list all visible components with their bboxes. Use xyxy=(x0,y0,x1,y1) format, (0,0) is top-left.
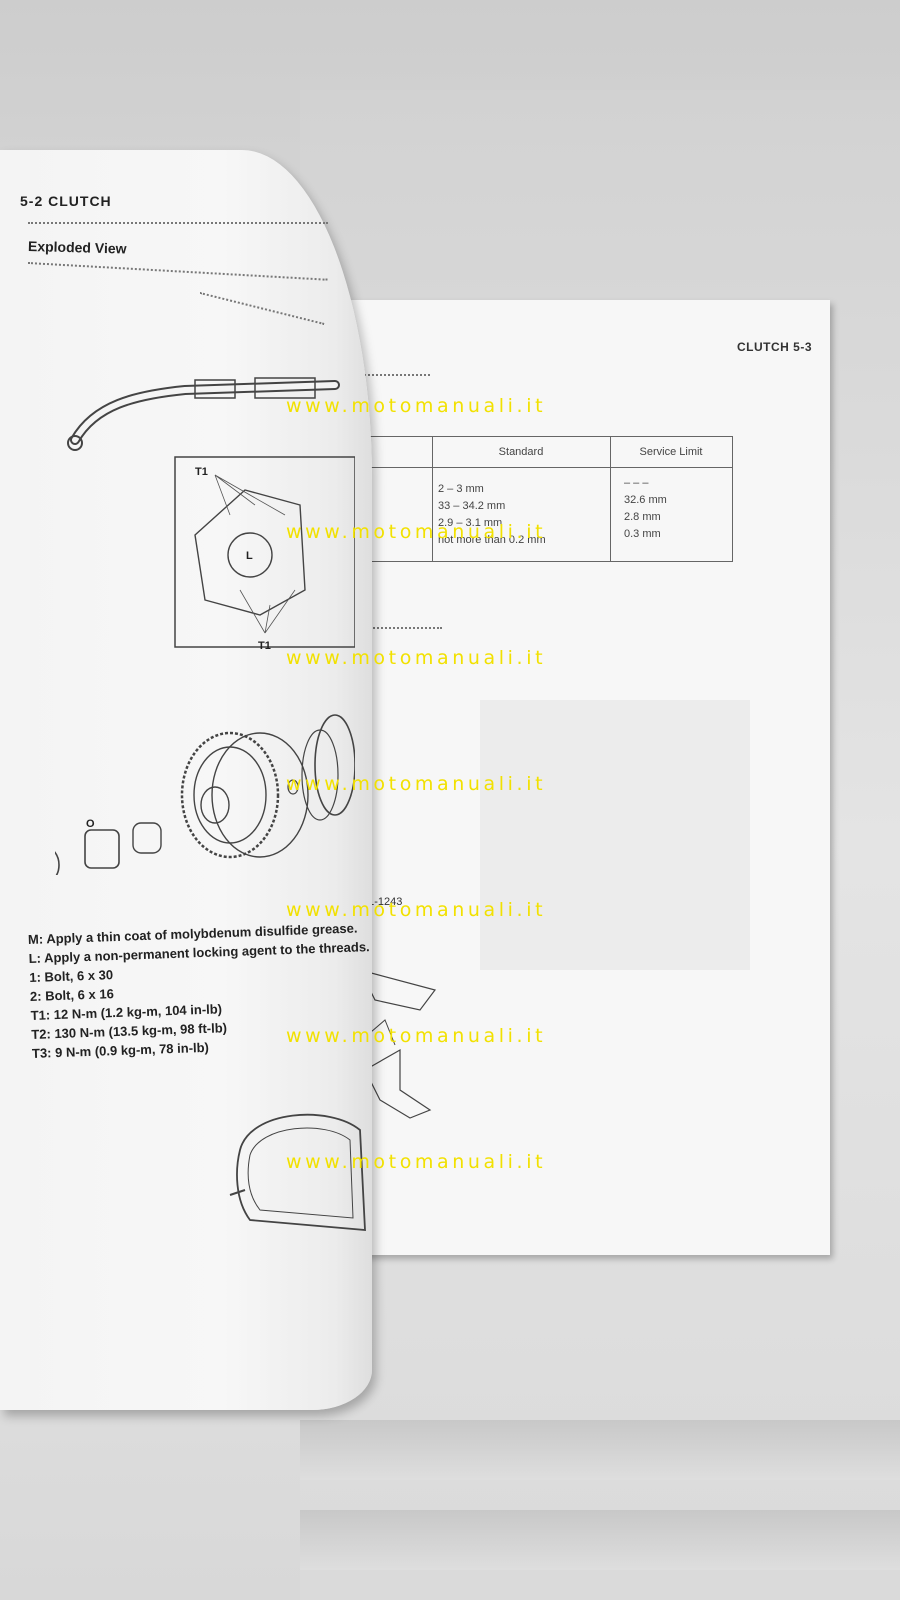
exploded-view-diagram xyxy=(55,377,355,875)
table-cell: 2 – 3 mm xyxy=(438,483,484,495)
watermark: www.motomanuali.it xyxy=(286,395,547,417)
standard-column: 2 – 3 mm 33 – 34.2 mm 2.9 – 3.1 mm not m… xyxy=(438,481,546,549)
col-header-service-limit: Service Limit xyxy=(610,437,732,468)
table-cell: 0.3 mm xyxy=(624,528,661,540)
spec-table: Standard Service Limit 2 – 3 mm 33 – 34.… xyxy=(350,436,733,562)
service-limit-column: – – – 32.6 mm 2.8 mm 0.3 mm xyxy=(624,475,667,543)
watermark: www.motomanuali.it xyxy=(286,647,547,669)
table-cell: – – – xyxy=(624,477,649,489)
divider xyxy=(345,374,430,376)
watermark: www.motomanuali.it xyxy=(286,773,547,795)
left-page xyxy=(0,150,372,1410)
right-page-header: CLUTCH 5-3 xyxy=(736,340,812,354)
col-header-standard: Standard xyxy=(432,437,610,468)
table-cell: 2.9 – 3.1 mm xyxy=(438,517,503,529)
figure-reference: 01-1243 xyxy=(362,896,403,908)
watermark: www.motomanuali.it xyxy=(286,1025,547,1047)
table-cell: not more than 0.2 mm xyxy=(438,534,546,546)
callout-t1-top: T1 xyxy=(195,466,208,478)
watermark: www.motomanuali.it xyxy=(286,899,547,921)
section-title: Exploded View xyxy=(27,238,127,257)
table-cell: 32.6 mm xyxy=(624,494,667,506)
divider xyxy=(350,627,442,629)
table-cell: 2.8 mm xyxy=(624,511,661,523)
callout-l: L xyxy=(246,550,253,562)
watermark: www.motomanuali.it xyxy=(286,1151,547,1173)
left-page-header: 5-2 CLUTCH xyxy=(20,193,112,209)
watermark: www.motomanuali.it xyxy=(286,521,547,543)
photo-placeholder xyxy=(480,700,750,970)
callout-t1-bottom: T1 xyxy=(258,640,271,652)
cover-gasket-diagram xyxy=(229,1113,366,1231)
divider xyxy=(28,222,328,224)
callout-o: O xyxy=(86,818,95,830)
table-cell: 33 – 34.2 mm xyxy=(438,500,506,512)
